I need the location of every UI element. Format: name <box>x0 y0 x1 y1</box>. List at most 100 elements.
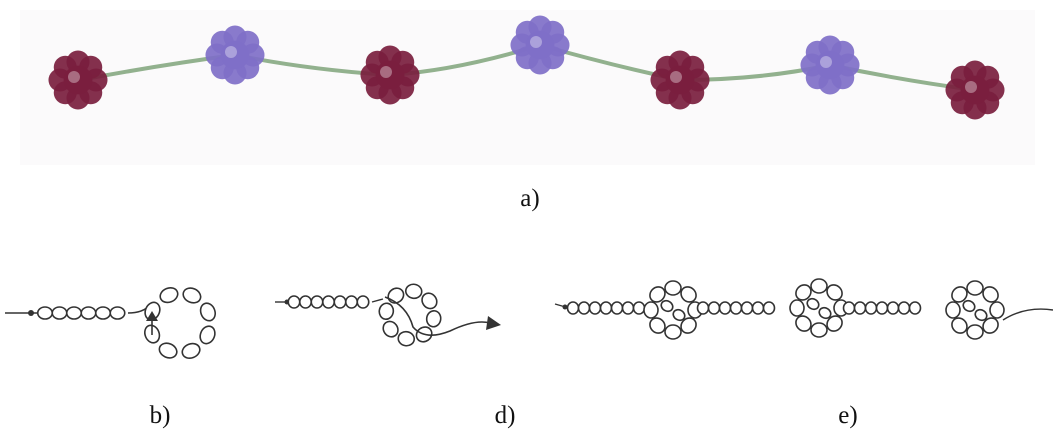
bead-highlight <box>530 36 542 48</box>
ring-bead <box>795 315 812 332</box>
direction-arrow-head <box>146 311 158 321</box>
bead-center <box>220 40 250 70</box>
bead-center <box>960 75 990 105</box>
bead <box>696 301 710 315</box>
thread <box>371 298 384 303</box>
stop-bead <box>28 310 34 316</box>
bead <box>599 301 613 315</box>
diagram-b-drawing <box>5 287 216 359</box>
ring-bead <box>966 324 984 340</box>
beaded-chain-image <box>48 15 1005 120</box>
needle-path <box>384 296 491 336</box>
ring-bead <box>826 284 843 301</box>
bead-rosette <box>650 50 710 110</box>
bead <box>610 301 624 315</box>
bead <box>65 306 83 320</box>
bead-rosette <box>510 15 570 75</box>
bead-highlight <box>68 71 80 83</box>
ring-bead <box>664 280 682 296</box>
bead-rosette <box>360 45 420 105</box>
ring-bead <box>810 278 828 294</box>
bead <box>344 295 359 309</box>
bead <box>287 295 301 309</box>
bead-highlight <box>820 56 832 68</box>
ring-bead <box>826 315 843 332</box>
bead <box>333 295 347 309</box>
ring-bead <box>810 322 828 338</box>
bead <box>718 301 732 315</box>
ring-bead <box>425 309 442 328</box>
diagram-e-drawing <box>554 278 1053 340</box>
bead <box>80 306 97 320</box>
center-bead <box>962 299 976 313</box>
center-bead <box>672 308 686 322</box>
ring-bead <box>649 317 666 334</box>
bead <box>864 301 878 315</box>
ring-bead <box>664 324 682 340</box>
ring-bead <box>680 317 697 334</box>
bead <box>751 301 765 315</box>
bead <box>51 306 68 320</box>
ring-bead <box>181 342 201 359</box>
bead <box>36 306 54 320</box>
bead-highlight <box>965 81 977 93</box>
bead-highlight <box>670 71 682 83</box>
bead <box>109 306 126 320</box>
bead <box>762 301 776 315</box>
bead <box>632 301 646 315</box>
bead-center <box>375 60 405 90</box>
ring-bead <box>643 301 659 319</box>
bead <box>321 295 336 309</box>
bead <box>842 301 856 315</box>
thread-end <box>1002 308 1053 321</box>
center-bead <box>806 297 820 311</box>
bead-center <box>525 30 555 60</box>
ring-bead <box>378 302 395 321</box>
bead-center <box>665 65 695 95</box>
ring-bead <box>159 287 179 304</box>
bead <box>577 301 591 315</box>
ring-bead <box>951 317 968 334</box>
bead <box>729 301 743 315</box>
bead-highlight <box>225 46 237 58</box>
bead <box>886 301 900 315</box>
center-bead <box>818 306 832 320</box>
stop-bead <box>562 304 568 310</box>
diagram-e <box>554 268 1053 373</box>
bead <box>853 301 867 315</box>
ring-bead <box>680 286 697 303</box>
bead <box>356 295 370 309</box>
label-a: a) <box>520 185 540 212</box>
bead-center <box>63 65 93 95</box>
diagram-b <box>5 275 235 370</box>
bead <box>740 301 754 315</box>
beaded-chain-photo <box>20 10 1035 165</box>
bead-rosette <box>800 35 860 95</box>
ring-bead <box>649 286 666 303</box>
ring-bead <box>397 330 416 347</box>
ring-bead <box>789 299 805 317</box>
ring-bead <box>945 301 961 319</box>
label-d: d) <box>494 402 516 429</box>
ring-bead <box>795 284 812 301</box>
label-b: b) <box>149 402 171 429</box>
bead <box>310 295 324 309</box>
bead <box>707 301 721 315</box>
ring-bead <box>421 292 438 310</box>
bead <box>897 301 911 315</box>
ring-bead <box>382 320 399 338</box>
bead-rosette <box>48 50 108 110</box>
bead <box>908 301 922 315</box>
ring-bead <box>158 342 178 359</box>
label-e: e) <box>838 402 858 429</box>
bead <box>566 301 580 315</box>
ring-bead <box>199 325 216 345</box>
diagram-d <box>275 275 515 370</box>
bead <box>94 306 112 320</box>
direction-arrow-head <box>486 316 501 330</box>
bead-rosette <box>205 25 265 85</box>
bead <box>875 301 889 315</box>
bead-rosette <box>945 60 1005 120</box>
bead <box>621 301 635 315</box>
ring-bead <box>951 286 968 303</box>
